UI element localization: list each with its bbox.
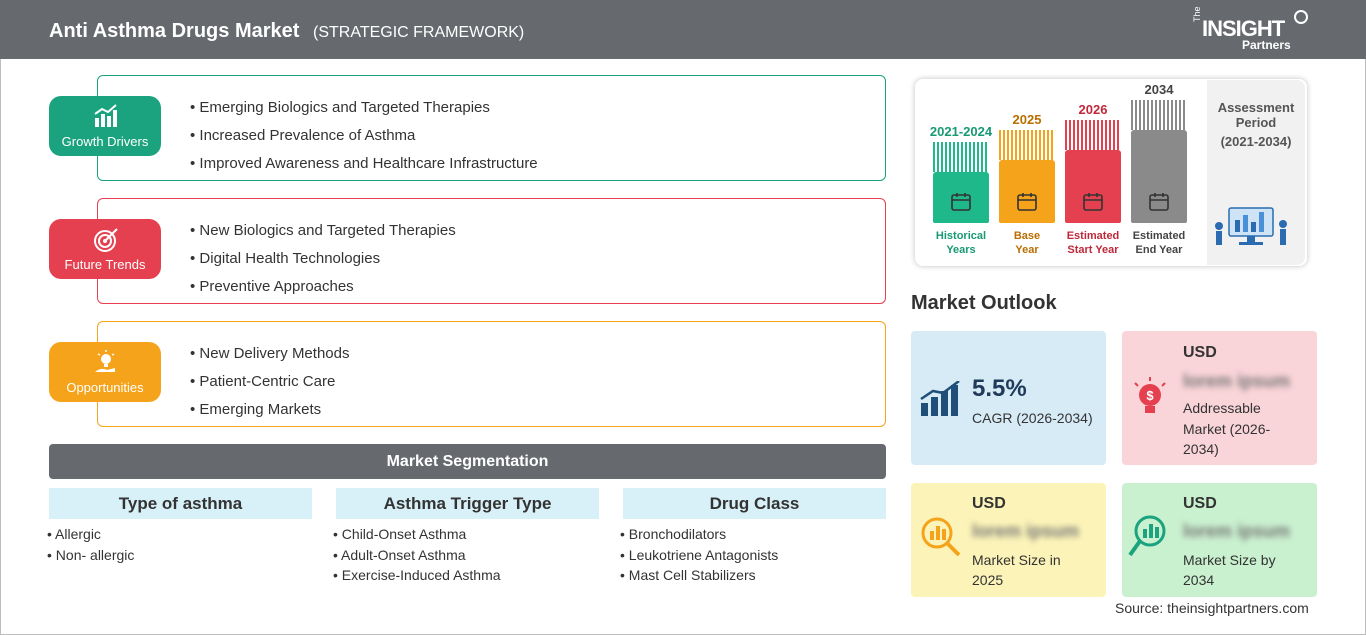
timeline-bar-hatch	[1131, 100, 1187, 130]
magnifier-chart-icon	[921, 517, 961, 557]
opportunities-badge: Opportunities	[49, 342, 161, 402]
lightbulb-hand-icon	[95, 350, 115, 372]
size-2034-label-2: 2034	[1183, 572, 1215, 588]
addressable-label-2: Market (2026-	[1183, 421, 1271, 437]
opportunities-box: New Delivery Methods Patient-Centric Car…	[97, 321, 886, 427]
size-2025-value: lorem ipsum	[972, 521, 1080, 541]
timeline-year-label: 2025	[1012, 112, 1042, 127]
list-item: New Delivery Methods	[190, 340, 349, 368]
source-note: Source: theinsightpartners.com	[1115, 600, 1309, 616]
list-item: Exercise-Induced Asthma	[333, 565, 501, 586]
size-2025-label-2: 2025	[972, 572, 1004, 588]
target-icon	[94, 228, 118, 252]
size-2034-value: lorem ipsum	[1183, 521, 1291, 541]
growth-drivers-box: Emerging Biologics and Targeted Therapie…	[97, 75, 886, 181]
list-item: Mast Cell Stabilizers	[620, 565, 778, 586]
segment-list-trigger: Child-Onset Asthma Adult-Onset Asthma Ex…	[333, 524, 501, 586]
future-trends-label: Future Trends	[64, 257, 146, 272]
cagr-label: CAGR (2026-2034)	[972, 410, 1093, 426]
calendar-icon	[1149, 193, 1169, 211]
addressable-label-3: 2034)	[1183, 441, 1219, 457]
timeline-bar-hatch	[933, 142, 989, 172]
growth-drivers-badge: Growth Drivers	[49, 96, 161, 156]
calendar-icon	[951, 193, 971, 211]
segment-list-type: Allergic Non- allergic	[47, 524, 134, 565]
list-item: Adult-Onset Asthma	[333, 545, 501, 566]
market-size-2034-card: USD lorem ipsum Market Size by 2034	[1122, 483, 1317, 597]
list-item: Allergic	[47, 524, 134, 545]
cagr-value: 5.5%	[972, 375, 1027, 402]
timeline-bar	[933, 172, 989, 223]
cagr-card: 5.5% CAGR (2026-2034)	[911, 331, 1106, 465]
size-2034-currency: USD	[1183, 495, 1217, 512]
calendar-icon	[1017, 193, 1037, 211]
growth-drivers-list: Emerging Biologics and Targeted Therapie…	[190, 94, 538, 178]
future-trends-badge: Future Trends	[49, 219, 161, 279]
assessment-period: Assessment Period (2021-2034)	[1207, 80, 1305, 265]
segment-heading-type: Type of asthma	[49, 488, 312, 519]
svg-text:$: $	[1146, 388, 1154, 403]
logo-insight: INSIGHT	[1202, 16, 1285, 41]
logo-partners: Partners	[1242, 38, 1291, 52]
assessment-range: (2021-2034)	[1220, 134, 1292, 149]
size-2034-label-1: Market Size by	[1183, 552, 1276, 568]
logo-the: The	[1192, 6, 1202, 22]
size-2025-label-1: Market Size in	[972, 552, 1061, 568]
insight-partners-logo: The INSIGHT Partners	[1190, 6, 1310, 54]
list-item: Improved Awareness and Healthcare Infras…	[190, 150, 537, 178]
addressable-market-card: $ USD lorem ipsum Addressable Market (20…	[1122, 331, 1317, 465]
market-size-2025-card: USD lorem ipsum Market Size in 2025	[911, 483, 1106, 597]
list-item: Bronchodilators	[620, 524, 778, 545]
assessment-label-1: Assessment	[1217, 100, 1295, 115]
market-outlook-title: Market Outlook	[911, 292, 1057, 314]
calendar-icon	[1083, 193, 1103, 211]
growth-drivers-label: Growth Drivers	[61, 134, 149, 149]
list-item: Emerging Markets	[190, 396, 349, 424]
list-item: Emerging Biologics and Targeted Therapie…	[190, 94, 538, 122]
opportunities-list: New Delivery Methods Patient-Centric Car…	[190, 340, 349, 424]
timeline-bar	[1065, 150, 1121, 223]
list-item: Digital Health Technologies	[190, 245, 456, 273]
page-title: Anti Asthma Drugs Market	[49, 20, 300, 42]
list-item: Leukotriene Antagonists	[620, 545, 778, 566]
lightbulb-dollar-icon: $	[1134, 377, 1166, 413]
magnifier-chart-icon	[1128, 515, 1166, 557]
list-item: Preventive Approaches	[190, 273, 456, 301]
growth-chart-icon	[920, 381, 960, 416]
analyst-illustration-icon	[1215, 207, 1287, 245]
future-trends-box: New Biologics and Targeted Therapies Dig…	[97, 198, 886, 304]
logo-ring-icon	[1294, 10, 1308, 24]
addressable-currency: USD	[1183, 344, 1217, 361]
page-subtitle: (STRATEGIC FRAMEWORK)	[313, 24, 525, 41]
opportunities-label: Opportunities	[66, 380, 144, 395]
segment-heading-trigger: Asthma Trigger Type	[336, 488, 599, 519]
list-item: New Biologics and Targeted Therapies	[190, 217, 455, 245]
timeline-bar-hatch	[1065, 120, 1121, 150]
list-item: Increased Prevalence of Asthma	[190, 122, 538, 150]
header-bar: Anti Asthma Drugs Market (STRATEGIC FRAM…	[0, 0, 1366, 59]
timeline-bar	[1131, 130, 1187, 223]
timeline-bar	[999, 160, 1055, 223]
timeline-bar-hatch	[999, 130, 1055, 160]
timeline-year-label: 2021-2024	[929, 124, 993, 139]
segment-heading-drug-class: Drug Class	[623, 488, 886, 519]
market-segmentation-header: Market Segmentation	[49, 444, 886, 479]
list-item: Non- allergic	[47, 545, 135, 566]
list-item: Child-Onset Asthma	[333, 524, 501, 545]
timeline-year-label: 2026	[1078, 102, 1108, 117]
timeline-year-label: 2034	[1144, 82, 1174, 97]
addressable-label-1: Addressable	[1183, 400, 1261, 416]
addressable-value: lorem ipsum	[1183, 371, 1291, 391]
growth-chart-icon	[94, 104, 117, 127]
list-item: Patient-Centric Care	[190, 368, 349, 396]
assessment-label-2: Period	[1235, 115, 1277, 130]
future-trends-list: New Biologics and Targeted Therapies Dig…	[190, 217, 456, 301]
size-2025-currency: USD	[972, 495, 1006, 512]
segment-list-drug-class: Bronchodilators Leukotriene Antagonists …	[620, 524, 778, 586]
